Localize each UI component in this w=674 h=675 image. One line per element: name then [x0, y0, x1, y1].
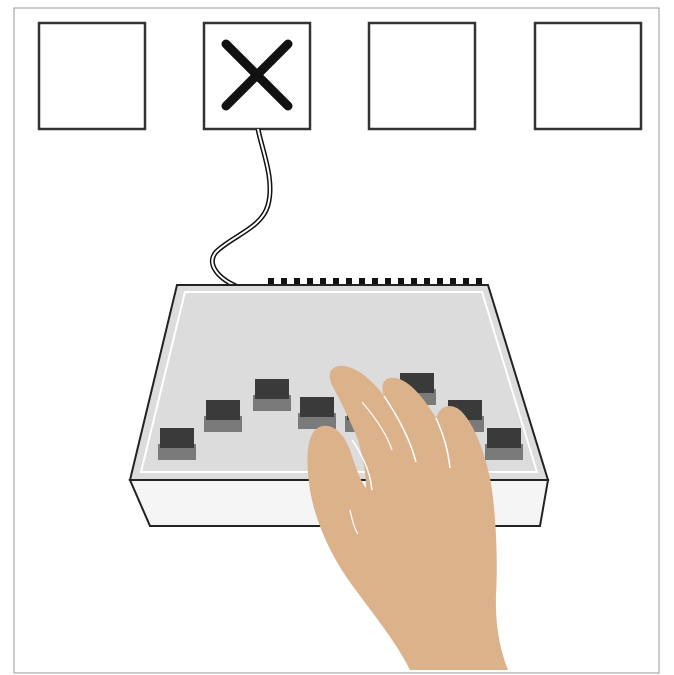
- push-button: [158, 428, 196, 460]
- push-button: [253, 379, 291, 411]
- indicator-box-1: [39, 23, 145, 129]
- push-button: [485, 428, 523, 460]
- indicator-box-3: [369, 23, 475, 129]
- indicator-box-4: [535, 23, 641, 129]
- push-button: [204, 400, 242, 432]
- push-button: [298, 397, 336, 429]
